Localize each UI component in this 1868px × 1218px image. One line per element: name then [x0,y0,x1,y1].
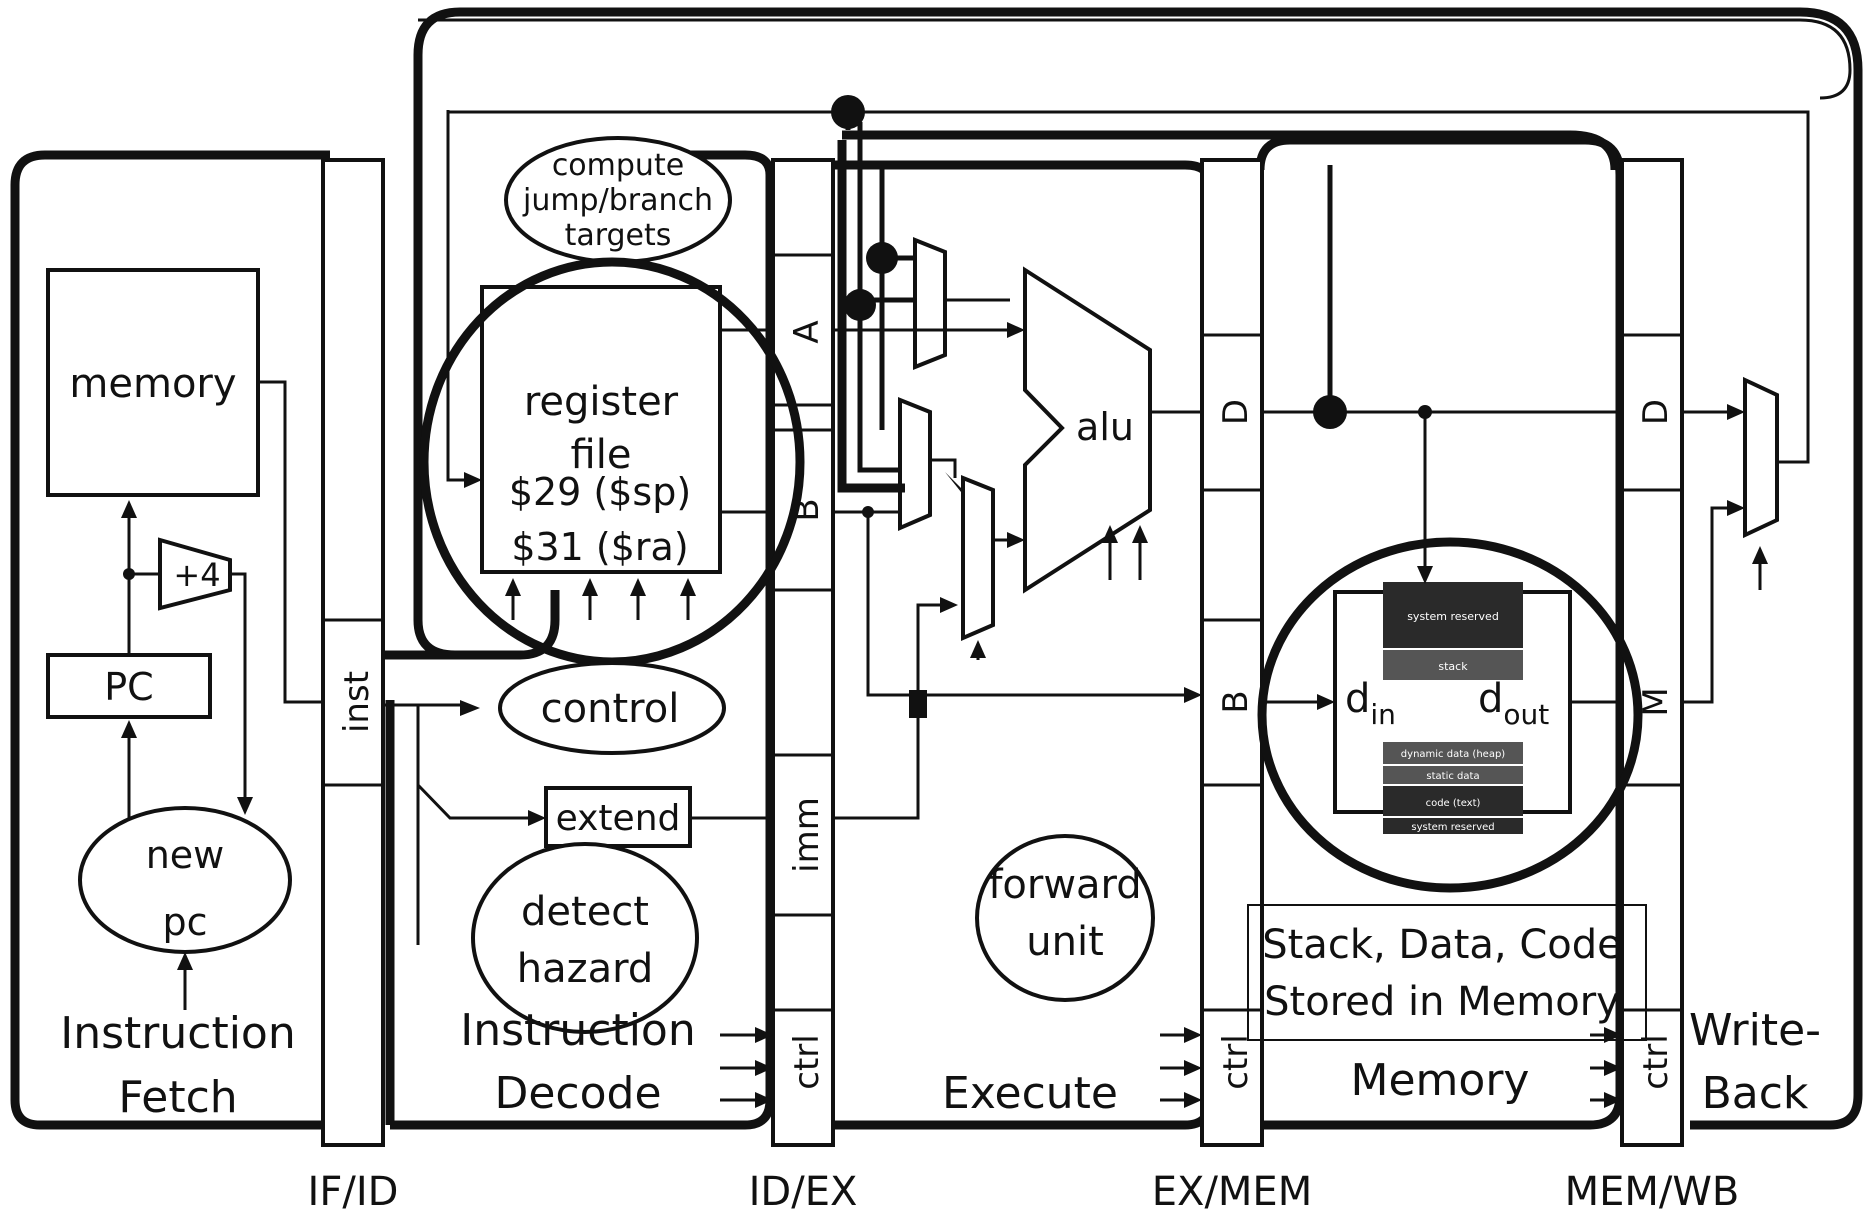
register-file-line2: file [571,432,632,478]
control-unit [498,661,726,755]
fetch-stage-label-2: Fetch [118,1072,237,1123]
svg-text:system reserved: system reserved [1411,822,1494,833]
detect-hazard-unit [471,842,699,1034]
forward-unit-line2: unit [1026,919,1104,965]
writeback-mux [1743,376,1779,539]
data-memory-highlight [1257,537,1643,893]
memory-callout-line2: Stored in Memory [1264,979,1620,1025]
memory-map-code [1383,786,1523,816]
mux-a [913,237,947,370]
pc-register [46,653,212,719]
compute-targets-line2: jump/branch [522,183,713,218]
register-ra: $31 ($ra) [511,525,688,569]
inst-to-regfile [385,590,560,660]
ifid-label: IF/ID [308,1169,399,1215]
exmem-d-field: D [1216,399,1256,425]
control-label: control [541,686,680,732]
decode-stage-label-2: Decode [494,1068,661,1119]
svg-text:static data: static data [1426,771,1479,782]
extend-label: extend [556,798,681,839]
plus4-adder [158,537,232,611]
memwb-m-field: M [1636,687,1676,716]
instruction-memory [46,268,260,497]
d-out-label: dout [1478,676,1549,731]
new-pc-line1: new [146,833,225,877]
writeback-wires [448,95,1810,704]
result-bus-top [842,130,1620,171]
idex-ctrl-field: ctrl [787,1034,827,1089]
exmem-ctrl-field: ctrl [1216,1034,1256,1089]
ifid-inst-field: inst [337,671,377,733]
mux-b1 [898,397,932,532]
memory-map-system-reserved-top [1383,582,1523,648]
decode-stage-outline [390,150,775,1130]
forward-unit-line1: forward [988,862,1141,908]
detect-hazard-line2: hazard [517,946,654,992]
memory-callout-line1: Stack, Data, Code [1262,922,1622,968]
idex-a-field: A [787,320,827,343]
register-file [480,285,722,574]
plus4-label: +4 [173,556,220,594]
execute-stage-label: Execute [942,1068,1118,1119]
outer-thin-outline [418,18,1852,100]
svg-text:dynamic data (heap): dynamic data (heap) [1401,749,1505,760]
svg-text:system reserved: system reserved [1407,610,1499,623]
extend-unit [544,786,692,848]
d-in-label: din [1345,676,1396,731]
fetch-stage-outline [10,150,330,1130]
exmem-b-field: B [1216,690,1256,713]
memory-wires [1262,165,1622,1108]
execute-wires [833,122,1202,1108]
alu [1023,266,1152,594]
new-pc-line2: pc [162,900,207,944]
compute-targets-line3: targets [565,218,672,253]
pc-label: PC [104,665,153,709]
memory-map-static [1383,766,1523,784]
exmem-register [1200,158,1264,1147]
result-bus-down [837,140,905,493]
memwb-ctrl-field: ctrl [1636,1034,1676,1089]
memory-stage-label: Memory [1351,1055,1530,1106]
svg-text:code (text): code (text) [1426,798,1481,809]
forward-unit [975,834,1155,1002]
memory-map: system reserved stack dynamic data (heap… [1383,582,1523,834]
memory-map-heap [1383,742,1523,764]
mux-b2 [961,475,995,642]
idex-imm-field: imm [787,797,827,873]
writeback-loop-outline [413,7,1863,1130]
memwb-d-field: D [1636,399,1676,425]
fetch-wires [121,380,323,1010]
decode-wires [383,110,773,1108]
memory-map-system-reserved-bottom [1383,818,1523,834]
idex-register [771,158,835,1147]
memwb-register [1620,158,1684,1147]
writeback-stage-label-1: Write- [1689,1005,1821,1056]
memory-label: memory [69,361,236,407]
writeback-stage-label-2: Back [1702,1068,1809,1119]
memwb-label: MEM/WB [1565,1169,1740,1215]
register-file-line1: register [524,379,679,425]
register-sp: $29 ($sp) [509,470,691,514]
compute-targets-line1: compute [552,148,684,183]
svg-text:stack: stack [1438,660,1468,673]
fetch-stage-label-1: Instruction [60,1008,296,1059]
idex-label: ID/EX [749,1169,858,1215]
exmem-label: EX/MEM [1152,1169,1312,1215]
alu-label: alu [1076,405,1134,449]
decode-stage-label-1: Instruction [460,1005,696,1056]
memory-map-stack [1383,650,1523,680]
detect-hazard-line1: detect [521,889,649,935]
ifid-register [321,158,385,1147]
pipeline-registers: inst A B imm ctrl D B ctrl D M ctrl [321,158,1684,1147]
memory-callout-box [1247,904,1647,1041]
